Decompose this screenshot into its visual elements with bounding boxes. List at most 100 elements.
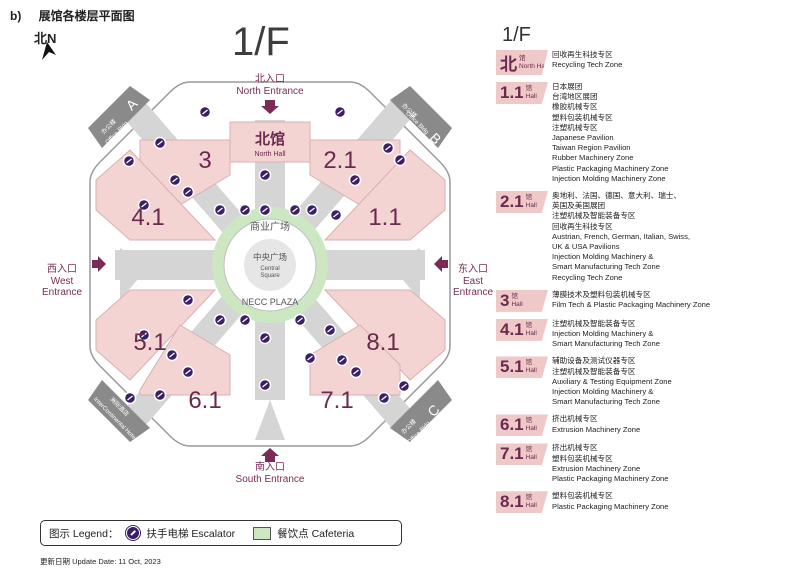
hall-badge-sub-en: Hall: [525, 93, 537, 100]
escalator-icon-mark: [185, 369, 191, 375]
hall-zone-line: Auxiliary & Testing Equipment Zone: [552, 376, 672, 386]
map-title: 展馆各楼层平面图: [38, 9, 135, 23]
hall-badge-number: 2.1: [500, 192, 524, 212]
cafeteria-swatch: [253, 526, 272, 540]
hall-1-1: [323, 149, 446, 241]
west-entrance-cn: 西入口: [47, 264, 77, 275]
north-entrance-en: North Entrance: [236, 86, 304, 97]
hall-badge-sub-en: Hall: [525, 329, 537, 337]
escalator-icon-mark: [327, 327, 333, 333]
hall-badge-sub-en: Hall: [525, 202, 537, 210]
office-bldg-c: [390, 380, 452, 442]
north-indicator: 北N: [34, 28, 56, 47]
halls: [95, 121, 446, 396]
figure-caption: b) 展馆各楼层平面图: [10, 7, 135, 24]
south-entrance-cn: 南入口: [255, 460, 285, 473]
escalator-icon-mark: [292, 207, 298, 213]
hall-badge-sub-cn: 馆: [525, 359, 533, 367]
escalator-icon-mark: [157, 392, 163, 398]
hall-zone-line: Injection Molding Machinery &: [552, 387, 654, 397]
floor-label-map: 1/F: [232, 20, 290, 64]
central-square: [244, 239, 296, 291]
escalator-icon-mark: [309, 207, 315, 213]
escalator-icon-mark: [217, 317, 223, 323]
hall-badge-number: 北: [500, 55, 517, 74]
escalator-icon-mark: [242, 317, 248, 323]
escalator-icon-mark: [397, 157, 403, 163]
hall-zone-line: 辅助设备及测试仪器专区: [552, 356, 636, 366]
hall-zone-line: Recycling Tech Zone: [552, 60, 623, 70]
south-entrance-arrow: [261, 448, 279, 462]
hall-badge-sub-cn: 馆: [525, 194, 533, 202]
escalator-icon-mark: [169, 352, 175, 358]
hall-zone-line: Injection Molding Machinery Zone: [552, 173, 666, 183]
hall-zone-line: 注塑机械及智能装备专区: [552, 366, 636, 376]
hall-zone-line: 薄膜技术及塑料包装机械专区: [552, 289, 651, 299]
hall-badge-sub-en: Hall: [525, 367, 537, 375]
hall-1-1-label: 1.1: [368, 204, 401, 231]
hall-zone-line: 注塑机械及智能装备专区: [552, 211, 636, 221]
hall-5-1: [95, 289, 217, 381]
hall-zone-line: Plastic Packaging Machinery Zone: [552, 474, 669, 484]
west-entrance-en1: West: [51, 276, 74, 287]
hall-zone-list: 奥地利、法国、德国、意大利、瑞士、英国及美国展团注塑机械及智能装备专区回收再生科…: [552, 191, 690, 283]
escalator-icon-mark: [262, 172, 268, 178]
hall-zone-line: 英国及美国展团: [552, 201, 606, 211]
hall-badge-sub-cn: 馆: [525, 446, 533, 454]
hall-zone-line: 橡胶机械专区: [552, 102, 598, 112]
south-entrance-en: South Entrance: [236, 474, 305, 485]
north-hall-label: 北馆: [255, 130, 285, 148]
hall-badge-number: 7.1: [500, 444, 524, 464]
escalator-icon-mark: [339, 357, 345, 363]
hall-5-1-label: 5.1: [133, 329, 166, 356]
escalator-icon-mark: [385, 145, 391, 151]
legend-cafeteria: 餐饮点 Cafeteria: [277, 527, 355, 540]
hall-badge-sub-en: Hall: [525, 425, 537, 433]
hall-4-1-label: 4.1: [131, 204, 164, 231]
escalator-icon: [126, 526, 141, 540]
escalator-icon-mark: [262, 207, 268, 213]
hall-badge-number: 6.1: [500, 415, 524, 435]
hall-badge-number: 3: [500, 290, 510, 310]
hall-zone-line: Smart Manufacturing Tech Zone: [552, 339, 660, 349]
hall-zone-line: 回收再生科技专区: [552, 50, 613, 59]
escalator-icon-mark: [127, 395, 133, 401]
plaza-en-center1: Central: [260, 266, 279, 272]
escalator-icon-mark: [172, 177, 178, 183]
hall-zone-line: 台湾地区展团: [552, 92, 598, 102]
hall-badge-sub-cn: 馆: [525, 494, 533, 502]
hall-zone-line: Extrusion Machinery Zone: [552, 463, 641, 473]
escalator-icon-mark: [185, 189, 191, 195]
hall-zone-line: Austrian, French, German, Italian, Swiss…: [552, 231, 691, 241]
hall-zone-line: Rubber Machinery Zone: [552, 153, 634, 163]
escalator-icon-mark: [337, 109, 343, 115]
hall-badge-sub-cn: 馆: [525, 417, 533, 425]
hall-zone-line: Plastic Packaging Machinery Zone: [552, 501, 669, 511]
hall-7-1: [309, 324, 401, 396]
hall-8-1-label: 8.1: [366, 329, 399, 356]
hall-badge-sub-en: Hall: [511, 300, 523, 308]
east-entrance-arrow: [434, 256, 448, 272]
west-entrance-en2: Entrance: [42, 287, 82, 298]
hall-badge-sub-cn: 馆: [511, 292, 518, 300]
